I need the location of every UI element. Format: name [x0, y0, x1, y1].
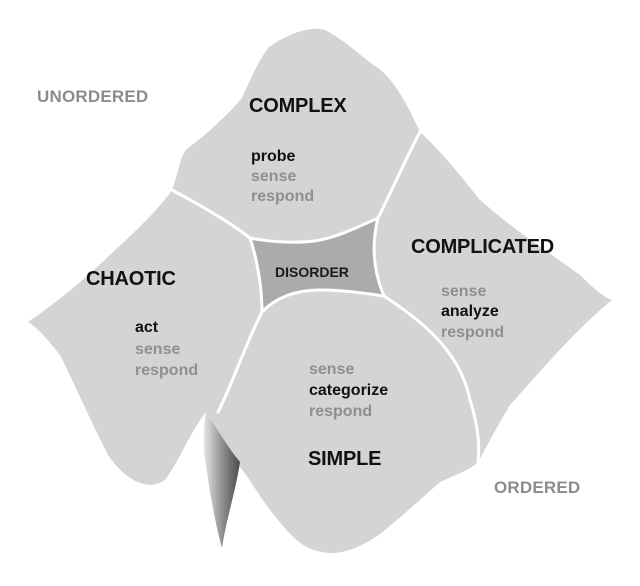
- disorder-title: DISORDER: [275, 264, 349, 280]
- chaotic-title: CHAOTIC: [86, 268, 176, 290]
- disorder-region: [250, 218, 384, 312]
- complex-step-probe: probe: [251, 148, 296, 165]
- complex-step-sense: sense: [251, 168, 297, 185]
- chaotic-step-respond: respond: [135, 362, 199, 379]
- complex-title: COMPLEX: [249, 95, 347, 117]
- simple-step-categorize: categorize: [309, 382, 389, 399]
- chaotic-step-sense: sense: [135, 341, 181, 358]
- ordered-label: ORDERED: [494, 478, 581, 497]
- simple-step-respond: respond: [309, 403, 373, 420]
- simple-title: SIMPLE: [308, 448, 382, 470]
- complex-step-respond: respond: [251, 188, 315, 205]
- simple-step-sense: sense: [309, 361, 355, 378]
- unordered-label: UNORDERED: [37, 87, 149, 106]
- complicated-step-analyze: analyze: [441, 303, 499, 320]
- complicated-step-sense: sense: [441, 283, 487, 300]
- cliff-fold: [203, 412, 240, 548]
- chaotic-step-act: act: [135, 319, 159, 336]
- complicated-step-respond: respond: [441, 324, 505, 341]
- domain-borders: [170, 130, 481, 464]
- complicated-title: COMPLICATED: [411, 236, 554, 258]
